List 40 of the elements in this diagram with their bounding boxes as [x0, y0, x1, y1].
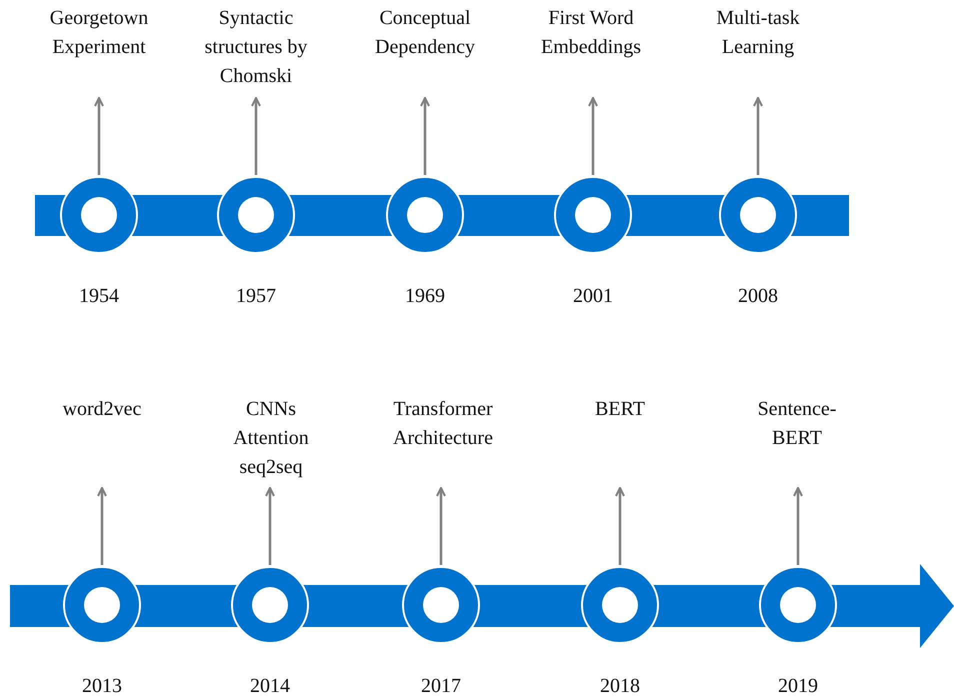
milestone-label: word2vec	[42, 395, 162, 424]
year-label: 2019	[777, 675, 819, 698]
arrow	[251, 97, 261, 175]
year-label: 1954	[78, 285, 120, 308]
milestone-label: Syntactic structures by Chomski	[200, 4, 312, 91]
arrow	[793, 487, 803, 565]
milestone-label: Conceptual Dependency	[355, 4, 495, 62]
milestone-label: Georgetown Experiment	[39, 4, 159, 62]
timeline-marker	[401, 565, 481, 645]
milestone-label: Transformer Architecture	[368, 395, 518, 453]
timeline-marker	[62, 565, 142, 645]
year-label: 1957	[235, 285, 277, 308]
milestone-label: Sentence-BERT	[742, 395, 852, 453]
year-label: 2001	[572, 285, 614, 308]
year-label: 2013	[81, 675, 123, 698]
timeline-marker	[385, 175, 465, 255]
milestone-label: CNNs Attention seq2seq	[216, 395, 326, 482]
arrow	[97, 487, 107, 565]
year-label: 2017	[420, 675, 462, 698]
milestone-label: BERT	[560, 395, 680, 424]
timeline-marker	[758, 565, 838, 645]
arrow	[94, 97, 104, 175]
timeline-marker	[216, 175, 296, 255]
timeline-marker	[230, 565, 310, 645]
year-label: 2008	[737, 285, 779, 308]
arrow	[420, 97, 430, 175]
year-label: 2014	[249, 675, 291, 698]
arrow	[265, 487, 275, 565]
year-label: 2018	[599, 675, 641, 698]
timeline-marker	[580, 565, 660, 645]
timeline-marker	[718, 175, 798, 255]
timeline-marker	[553, 175, 633, 255]
arrow	[615, 487, 625, 565]
arrow	[588, 97, 598, 175]
arrow	[436, 487, 446, 565]
arrow	[753, 97, 763, 175]
milestone-label: First Word Embeddings	[521, 4, 661, 62]
milestone-label: Multi-task Learning	[698, 4, 818, 62]
year-label: 1969	[404, 285, 446, 308]
timeline-marker	[59, 175, 139, 255]
